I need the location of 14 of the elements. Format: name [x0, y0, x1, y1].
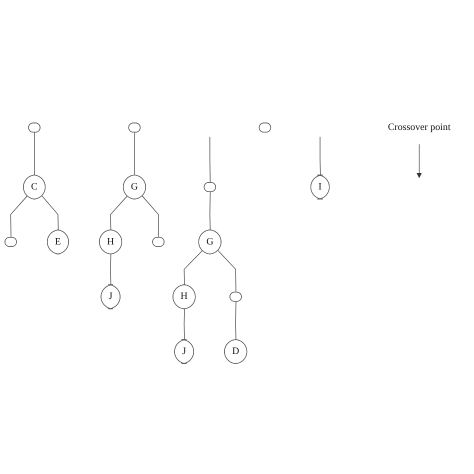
connector — [184, 308, 185, 340]
arrow — [416, 144, 422, 178]
connector — [34, 132, 35, 176]
connector — [110, 195, 128, 230]
connector — [110, 254, 112, 286]
connector — [235, 301, 236, 340]
connector — [42, 195, 59, 230]
node-text: Crossover point — [388, 122, 451, 132]
connector — [10, 195, 28, 238]
connector — [218, 250, 236, 292]
connector — [184, 250, 203, 286]
connector — [142, 195, 159, 238]
connector — [134, 132, 136, 176]
connector — [320, 136, 321, 176]
